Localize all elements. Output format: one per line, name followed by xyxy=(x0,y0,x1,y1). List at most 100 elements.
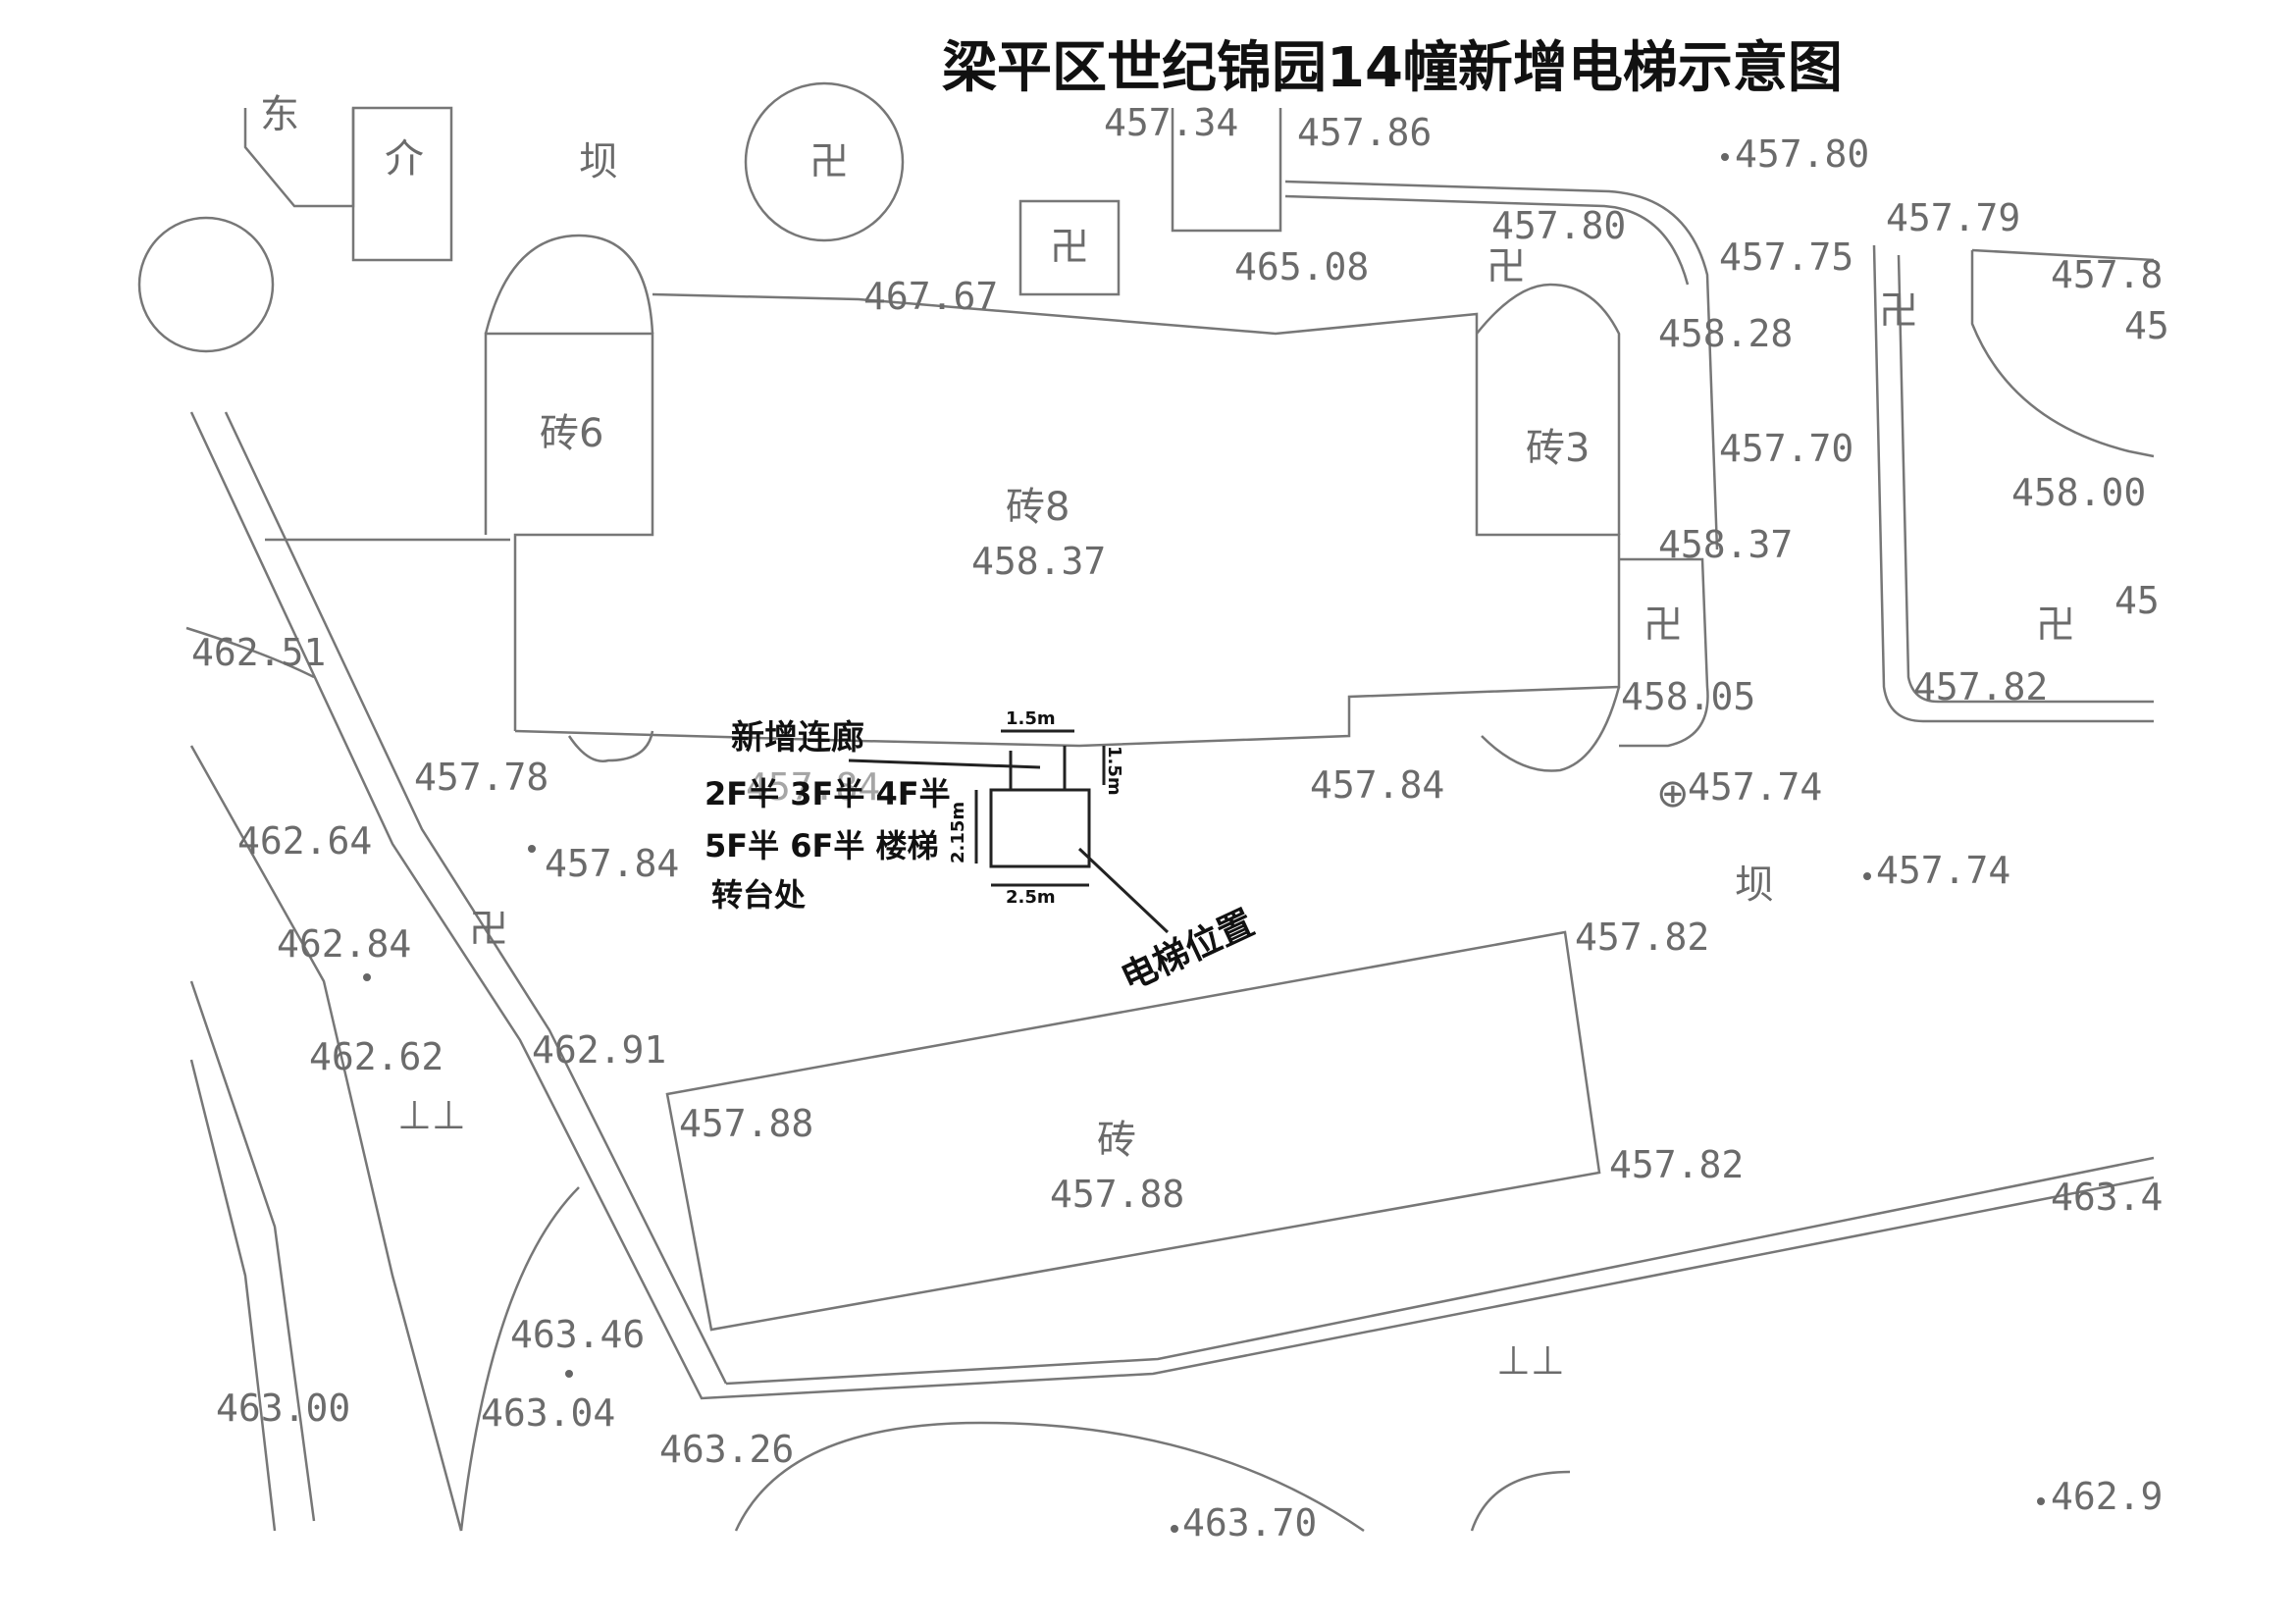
elev-point: 457.75 xyxy=(1719,236,1853,279)
right-planter xyxy=(1619,557,1709,748)
vegetation-icon-5: 卍 xyxy=(1879,288,1918,334)
elev-point: 457.88 xyxy=(679,1102,813,1145)
elev-point: 457.86 xyxy=(1297,111,1432,154)
right-wing-bay xyxy=(1476,283,1621,535)
elev-point: 457.74 xyxy=(1876,849,2010,892)
elev-point: 462.51 xyxy=(191,631,326,674)
dim-left-text: 2.15m xyxy=(948,802,968,864)
elev-point: 458.28 xyxy=(1658,312,1793,355)
south-mound-left xyxy=(734,1421,1365,1533)
road-curve-right xyxy=(1284,180,1719,550)
elev-point: 457.84 xyxy=(545,842,679,885)
right-path-left-edge xyxy=(1872,244,2154,723)
round-planter-left xyxy=(137,216,275,353)
elev-point: 45 xyxy=(2114,579,2160,622)
right-path-right-edge xyxy=(1897,254,2154,704)
dim-right-text: 1.5m xyxy=(1104,746,1124,796)
lower-block-elevation: 457.88 xyxy=(1050,1173,1184,1216)
elev-point: 457.80 xyxy=(1735,132,1869,176)
south-bay-left xyxy=(567,730,654,762)
vegetation-icon-3: 卍 xyxy=(1644,602,1683,648)
terrain-icon-1: ⊥⊥ xyxy=(397,1093,466,1138)
main-building-material: 砖8 xyxy=(1006,485,1070,530)
left-wing-material: 砖6 xyxy=(540,411,603,456)
elev-point: 463.00 xyxy=(216,1387,350,1430)
corridor-line xyxy=(848,759,1041,769)
south-mound-right xyxy=(1470,1470,1571,1532)
elev-point: 462.84 xyxy=(277,922,411,966)
elev-dot xyxy=(1721,153,1729,161)
left-curve-line xyxy=(185,626,315,679)
elev-dot xyxy=(565,1370,573,1378)
elev-point: 457.34 xyxy=(1104,101,1238,144)
elev-point: 462.62 xyxy=(309,1035,444,1078)
elev-point: 457.80 xyxy=(1491,204,1626,247)
left-wing-outline xyxy=(484,332,654,731)
elevator-leader-line xyxy=(1077,847,1170,934)
dam-label-right: 坝 xyxy=(1735,863,1774,908)
elev-point: 462.91 xyxy=(532,1028,666,1072)
map-title: 梁平区世纪锦园14幢新增电梯示意图 xyxy=(942,36,1843,100)
west-curve-line xyxy=(459,1186,580,1532)
lower-block-outline xyxy=(665,930,1601,1332)
top-building-stub xyxy=(1171,108,1282,233)
partial-east-label: 东 xyxy=(260,92,299,137)
terrain-icon-2: ⊥⊥ xyxy=(1496,1338,1565,1384)
elev-dot xyxy=(1863,872,1871,880)
elev-point: 463.46 xyxy=(510,1313,645,1356)
dim-top-text: 1.5m xyxy=(1006,708,1056,729)
corridor-label-3: 5F半 6F半 楼梯 xyxy=(704,827,939,864)
lower-block-material: 砖 xyxy=(1097,1118,1136,1163)
corridor-label-1: 新增连廊 xyxy=(731,718,864,758)
elev-point: 463.70 xyxy=(1182,1501,1317,1544)
elev-point: 45 xyxy=(2124,304,2169,347)
right-wing-material: 砖3 xyxy=(1526,426,1590,471)
west-road-line-3 xyxy=(189,1059,277,1532)
elev-point: 467.67 xyxy=(863,275,998,318)
elev-point: 462.9 xyxy=(2051,1475,2163,1518)
elev-point: 458.05 xyxy=(1621,675,1755,718)
elev-dot xyxy=(1171,1525,1178,1533)
left-wing-bay xyxy=(484,234,654,335)
elev-point: 463.4 xyxy=(2051,1176,2163,1219)
elev-point: 458.37 xyxy=(1658,523,1793,566)
elev-point: 457.84 xyxy=(1310,763,1444,807)
west-road-line-2 xyxy=(189,980,316,1522)
right-area-top-edge xyxy=(1971,248,2155,262)
road-curve-right-inner xyxy=(1284,194,1690,286)
elev-point: 463.26 xyxy=(659,1428,794,1471)
elev-point: 458.00 xyxy=(2011,471,2146,514)
elev-dot xyxy=(2037,1497,2045,1505)
elev-dot xyxy=(528,845,536,853)
elev-point: 457.74 xyxy=(1688,765,1822,809)
main-building-outline xyxy=(514,292,1621,748)
elev-point: 465.08 xyxy=(1234,245,1369,288)
elev-point: 457.82 xyxy=(1609,1143,1744,1186)
corridor-label-4: 转台处 xyxy=(711,876,806,914)
elev-point: 457.8 xyxy=(2051,253,2163,296)
elevation-points: 457.34 457.86 457.80 457.80 457.79 457.7… xyxy=(191,101,2169,1544)
vegetation-icon-6: 卍 xyxy=(2036,602,2075,648)
elevator-position-label: 电梯位置 xyxy=(1115,903,1260,999)
round-planter-top xyxy=(744,81,905,242)
site-boundary-road xyxy=(189,411,2155,1400)
elev-point: 463.04 xyxy=(481,1391,615,1435)
main-building-elevation: 458.37 xyxy=(971,540,1106,583)
elev-point: 457.82 xyxy=(1913,665,2048,708)
vegetation-icon-7: 卍 xyxy=(469,907,508,952)
small-planter xyxy=(1018,199,1121,296)
site-boundary-south-inner xyxy=(725,1156,2155,1386)
corridor-label-2: 2F半 3F半 4F半 xyxy=(704,775,951,812)
elevator-shaft xyxy=(989,788,1091,868)
right-area-curve xyxy=(1970,250,2155,458)
vegetation-icon-4: 卍 xyxy=(1487,244,1526,289)
vegetation-icon-1: 卍 xyxy=(809,139,849,184)
elev-point: 457.79 xyxy=(1886,196,2020,239)
dim-bottom-text: 2.5m xyxy=(1006,887,1056,908)
dam-label-top: 坝 xyxy=(579,139,618,184)
survey-marker-icon: ⊕ xyxy=(1656,771,1690,816)
elevator-annotation: 1.5m 1.5m 2.5m 2.15m 新增连廊 2F半 3F半 4F半 5F… xyxy=(704,708,1260,999)
elev-point: 457.78 xyxy=(414,756,548,799)
